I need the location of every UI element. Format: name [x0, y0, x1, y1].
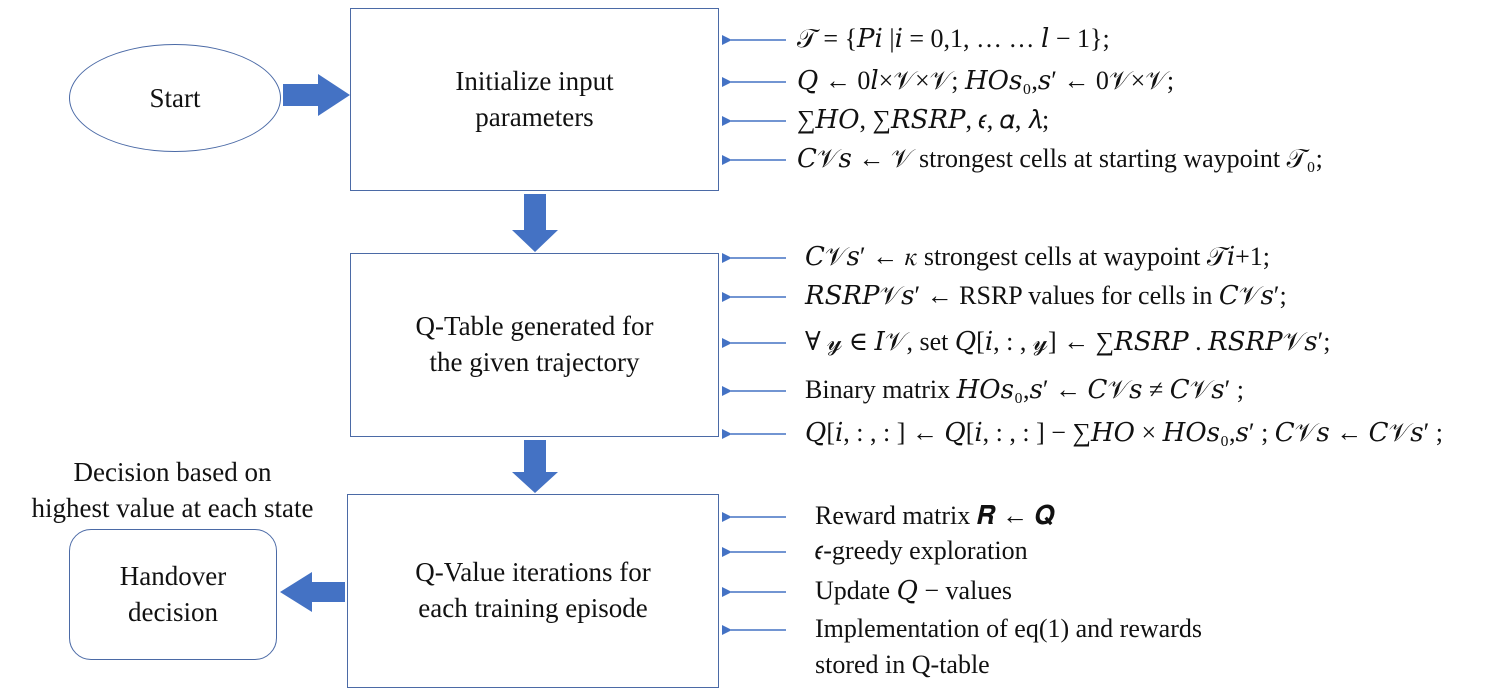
qvalue-input-3: Update 𝑄 − values — [815, 576, 1012, 605]
initialize-label-line2: parameters — [475, 101, 594, 132]
qtable-input-1: 𝐶𝒱𝑠′ ← 𝜅 strongest cells at waypoint 𝒯𝑖+… — [805, 242, 1271, 271]
init-input-4: 𝐶𝒱𝑠 ← 𝒱 strongest cells at starting wayp… — [797, 144, 1323, 173]
handover-decision-box: Handover decision — [69, 529, 277, 660]
arrow-init-to-qtable — [512, 194, 558, 252]
init-input-3: ∑𝐻𝑂, ∑𝑅𝑆𝑅𝑃, 𝜖, 𝛼, 𝜆; — [797, 105, 1050, 134]
decision-note-line2: highest value at each state — [31, 492, 314, 523]
handover-label-line2: decision — [128, 596, 218, 627]
decision-note: Decision based on highest value at each … — [0, 455, 345, 527]
qvalue-input-5: stored in Q-table — [815, 650, 990, 679]
qtable-box: Q-Table generated for the given trajecto… — [350, 253, 719, 437]
qtable-label-line2: the given trajectory — [429, 347, 640, 377]
initialize-label-line1: Initialize input — [455, 65, 614, 96]
qvalue-input-1: Reward matrix 𝑹 ← 𝑸 — [815, 501, 1055, 530]
qvalue-box: Q-Value iterations for each training epi… — [347, 494, 719, 688]
qvalue-label-line2: each training episode — [418, 593, 648, 623]
handover-label-line1: Handover — [119, 560, 227, 591]
qtable-input-3: ∀ 𝓎 ∈ 𝐼𝒱, set 𝑄[𝑖, : , 𝓎] ← ∑𝑅𝑆𝑅𝑃 . 𝑅𝑆𝑅𝑃… — [805, 327, 1331, 356]
qvalue-label-line1: Q-Value iterations for — [415, 557, 651, 588]
decision-note-line1: Decision based on — [73, 457, 272, 487]
qtable-input-5: 𝑄[𝑖, : , : ] ← 𝑄[𝑖, : , : ] − ∑𝐻𝑂 × 𝐻𝑂𝑠₀… — [805, 418, 1443, 447]
qtable-input-4: Binary matrix 𝐻𝑂𝑠₀,𝑠′ ← 𝐶𝒱𝑠 ≠ 𝐶𝒱𝑠′ ; — [805, 375, 1245, 404]
initialize-box: Initialize input parameters — [350, 8, 719, 191]
qvalue-input-4: Implementation of eq(1) and rewards — [815, 614, 1202, 643]
qtable-label-line1: Q-Table generated for — [415, 311, 654, 342]
arrow-qvalue-to-handover — [280, 572, 345, 612]
arrow-qtable-to-qvalue — [512, 440, 558, 493]
qtable-input-2: 𝑅𝑆𝑅𝑃𝒱𝑠′ ← RSRP values for cells in 𝐶𝒱𝑠′; — [805, 281, 1287, 310]
start-node: Start — [69, 44, 281, 152]
start-label: Start — [149, 82, 201, 113]
qvalue-input-2: 𝜖-greedy exploration — [815, 536, 1028, 565]
arrow-start-to-init — [283, 74, 350, 116]
init-input-2: 𝑄 ← 0𝑙×𝒱×𝒱; 𝐻𝑂𝑠₀,𝑠′ ← 0𝒱×𝒱; — [797, 66, 1175, 95]
init-input-1: 𝒯 = {𝑃𝑖 |𝑖 = 0,1, … … 𝑙 − 1}; — [797, 24, 1110, 53]
